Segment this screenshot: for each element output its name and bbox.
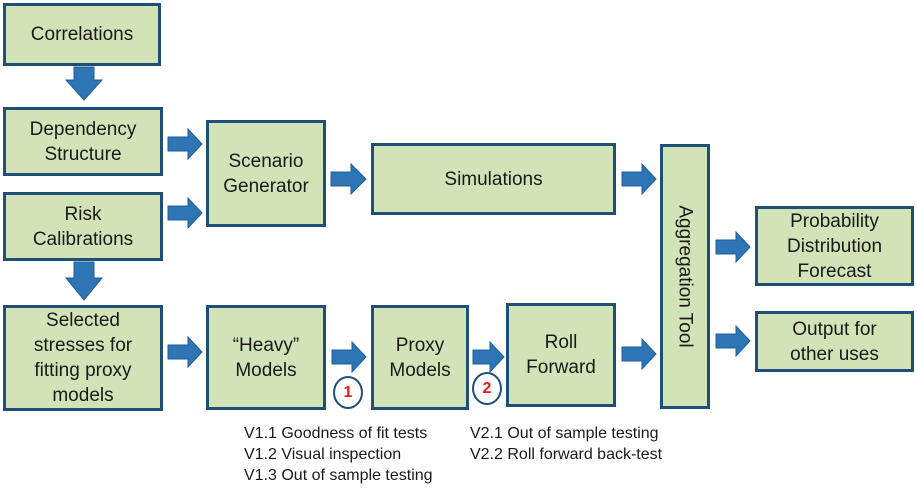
- badge-number: 2: [482, 379, 492, 397]
- node-label: Probability Distribution Forecast: [786, 210, 883, 282]
- node-probability-forecast: Probability Distribution Forecast: [755, 206, 914, 286]
- node-correlations: Correlations: [3, 3, 161, 66]
- arrow-proxy-to-roll: [472, 340, 505, 374]
- node-label: Output for other uses: [790, 318, 879, 365]
- arrow-aggregation-to-probability: [715, 230, 751, 264]
- node-label: Risk Calibrations: [32, 203, 134, 250]
- node-aggregation-tool: Aggregation Tool: [660, 144, 710, 409]
- node-simulations: Simulations: [371, 143, 616, 215]
- arrow-aggregation-to-output: [715, 324, 751, 358]
- node-label: Correlations: [30, 24, 134, 45]
- badge-number: 1: [343, 383, 353, 401]
- arrow-correlations-to-dependency: [64, 66, 104, 101]
- node-label: Simulations: [444, 168, 543, 190]
- node-label: “Heavy” Models: [232, 334, 300, 381]
- validation-notes-v2: V2.1 Out of sample testing V2.2 Roll for…: [470, 423, 662, 465]
- node-roll-forward: Roll Forward: [506, 303, 616, 407]
- arrow-simulations-to-aggregation: [621, 162, 657, 196]
- note-line: V1.3 Out of sample testing: [244, 467, 433, 484]
- validation-badge-1: 1: [333, 376, 363, 409]
- arrow-risk-to-selected: [64, 261, 104, 301]
- note-line: V1.1 Goodness of fit tests: [244, 425, 428, 442]
- node-heavy-models: “Heavy” Models: [206, 305, 326, 410]
- node-label: Scenario Generator: [223, 150, 309, 197]
- node-dependency-structure: Dependency Structure: [3, 107, 163, 176]
- note-line: V2.2 Roll forward back-test: [470, 446, 663, 463]
- arrow-roll-to-aggregation: [621, 337, 657, 371]
- arrow-risk-to-scenario: [167, 196, 203, 230]
- validation-badge-2: 2: [472, 372, 502, 405]
- node-label: Proxy Models: [389, 334, 451, 381]
- node-label: Dependency Structure: [29, 118, 137, 165]
- node-proxy-models: Proxy Models: [371, 305, 469, 410]
- node-output-other-uses: Output for other uses: [755, 311, 914, 372]
- node-label: Aggregation Tool: [674, 205, 696, 348]
- arrow-heavy-to-proxy: [331, 340, 367, 374]
- arrow-dependency-to-scenario: [167, 127, 203, 161]
- node-scenario-generator: Scenario Generator: [206, 120, 326, 227]
- node-selected-stresses: Selected stresses for fitting proxy mode…: [3, 305, 163, 411]
- node-risk-calibrations: Risk Calibrations: [3, 192, 163, 261]
- arrow-scenario-to-simulations: [330, 162, 367, 196]
- note-line: V2.1 Out of sample testing: [470, 425, 659, 442]
- node-label: Roll Forward: [526, 332, 596, 378]
- node-label: Selected stresses for fitting proxy mode…: [33, 310, 133, 406]
- arrow-selected-to-heavy: [167, 335, 203, 369]
- note-line: V1.2 Visual inspection: [244, 446, 402, 463]
- validation-notes-v1: V1.1 Goodness of fit tests V1.2 Visual i…: [244, 423, 433, 486]
